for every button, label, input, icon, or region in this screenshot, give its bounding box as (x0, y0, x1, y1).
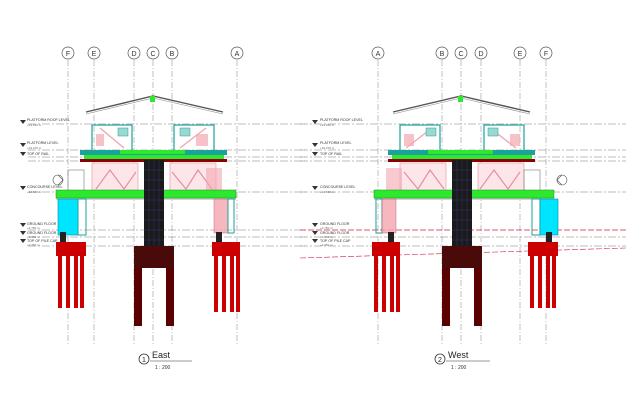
view-title[interactable]: 2 West 1 : 200 (434, 350, 490, 371)
grid-bubble[interactable]: A (230, 46, 244, 60)
grid-lines (377, 60, 547, 345)
grid-lines (67, 60, 238, 345)
level-name: PLATFORM ROOF LEVEL (320, 118, 363, 122)
elevation-view-west: A B C D E F PLATFORM ROOF LEVEL+23.920 m… (299, 46, 627, 371)
level-label: TOP OF RAIL (312, 152, 342, 156)
level-label: PLATFORM ROOF LEVEL+23.920 m (20, 118, 70, 127)
piles-left (372, 232, 400, 312)
level-elev: +12.660 m (320, 190, 335, 194)
grid-bubble[interactable]: B (165, 46, 179, 60)
piles-right (528, 232, 558, 308)
grid-label: D (131, 51, 136, 58)
piles-right (212, 232, 240, 312)
section-marker[interactable] (556, 174, 568, 186)
view-name: West (448, 350, 469, 360)
view-title[interactable]: 1 East 1 : 200 (138, 350, 192, 371)
grid-label: F (544, 51, 548, 58)
grid-label: E (92, 51, 97, 58)
level-label: TOP OF RAIL (20, 152, 49, 156)
platform-structure (388, 124, 535, 162)
platform-structure (80, 124, 227, 162)
grid-bubble[interactable]: A (371, 46, 385, 60)
level-label: PLATFORM LEVEL+19.370 m (20, 141, 59, 150)
level-name: CONCOURSE LEVEL (320, 185, 356, 189)
grid-label: E (518, 51, 523, 58)
level-label: CONCOURSE LEVEL+12.660 m (20, 185, 63, 194)
level-lines (300, 123, 626, 247)
level-label: CONCOURSE LEVEL+12.660 m (312, 185, 356, 194)
level-name: GROUND FLOOR (27, 222, 57, 226)
level-elev: +4.750 m (320, 226, 333, 230)
grid-bubble[interactable]: E (87, 46, 101, 60)
grid-label: D (478, 51, 483, 58)
grid-bubble[interactable]: E (513, 46, 527, 60)
grid-bubble[interactable]: F (539, 46, 553, 60)
view-number: 1 (142, 357, 146, 364)
level-name: PLATFORM LEVEL (27, 141, 59, 145)
stairs (386, 162, 541, 193)
level-label: GROUND FLOOR+4.750 m (20, 222, 57, 230)
grid-label: C (458, 51, 463, 58)
level-name: GROUND FLOOR (27, 231, 57, 235)
level-elev: +23.920 m (27, 123, 42, 127)
level-elev: +3.150 m (320, 235, 333, 239)
level-label: PLATFORM LEVEL+19.370 m (312, 141, 352, 150)
grid-label: C (150, 51, 155, 58)
level-name: TOP OF PILE CAP (320, 239, 351, 243)
section-marker[interactable] (52, 174, 64, 186)
level-label: PLATFORM ROOF LEVEL+23.920 m (312, 118, 363, 127)
level-name: GROUND FLOOR (320, 222, 350, 226)
level-name: TOP OF RAIL (27, 152, 49, 156)
level-elev: +2.350 m (27, 243, 40, 247)
level-label: GROUND FLOOR+3.150 m (20, 231, 57, 239)
roof (392, 95, 531, 115)
grid-bubble[interactable]: C (146, 46, 160, 60)
grid-label: F (66, 51, 70, 58)
level-elev: +4.750 m (27, 226, 40, 230)
level-elev: +2.350 m (320, 243, 333, 247)
grid-label: B (170, 51, 175, 58)
view-number: 2 (438, 357, 442, 364)
central-core (134, 160, 174, 326)
level-elev: +19.370 m (27, 146, 42, 150)
level-label: TOP OF PILE CAP+2.350 m (312, 239, 351, 247)
stairs (67, 162, 222, 193)
grid-bubble[interactable]: C (454, 46, 468, 60)
level-name: TOP OF PILE CAP (27, 239, 58, 243)
level-elev: +12.660 m (27, 190, 42, 194)
level-name: GROUND FLOOR (320, 231, 350, 235)
elevation-view-east: F E D C B A PLATFORM ROOF LEVEL+23.920 m… (20, 46, 305, 371)
level-elev: +3.150 m (27, 235, 40, 239)
level-label: TOP OF PILE CAP+2.350 m (20, 239, 58, 247)
level-elev: +23.920 m (320, 123, 335, 127)
view-scale: 1 : 200 (451, 365, 467, 371)
view-scale: 1 : 200 (155, 365, 171, 371)
level-elev: +19.370 m (320, 146, 335, 150)
grid-label: A (376, 51, 381, 58)
view-name: East (152, 350, 171, 360)
grid-bubble[interactable]: D (127, 46, 141, 60)
piles-left (56, 232, 86, 308)
level-label: GROUND FLOOR+4.750 m (312, 222, 350, 230)
level-name: TOP OF RAIL (320, 152, 342, 156)
grid-bubble[interactable]: F (61, 46, 75, 60)
grid-bubble[interactable]: D (474, 46, 488, 60)
roof (85, 95, 224, 115)
glazed-enclosure (57, 198, 235, 236)
grid-bubble[interactable]: B (435, 46, 449, 60)
level-name: PLATFORM ROOF LEVEL (27, 118, 70, 122)
level-label: GROUND FLOOR+3.150 m (312, 231, 350, 239)
grid-label: A (235, 51, 240, 58)
grid-label: B (440, 51, 445, 58)
level-name: PLATFORM LEVEL (320, 141, 352, 145)
central-core (442, 160, 482, 326)
level-name: CONCOURSE LEVEL (27, 185, 63, 189)
